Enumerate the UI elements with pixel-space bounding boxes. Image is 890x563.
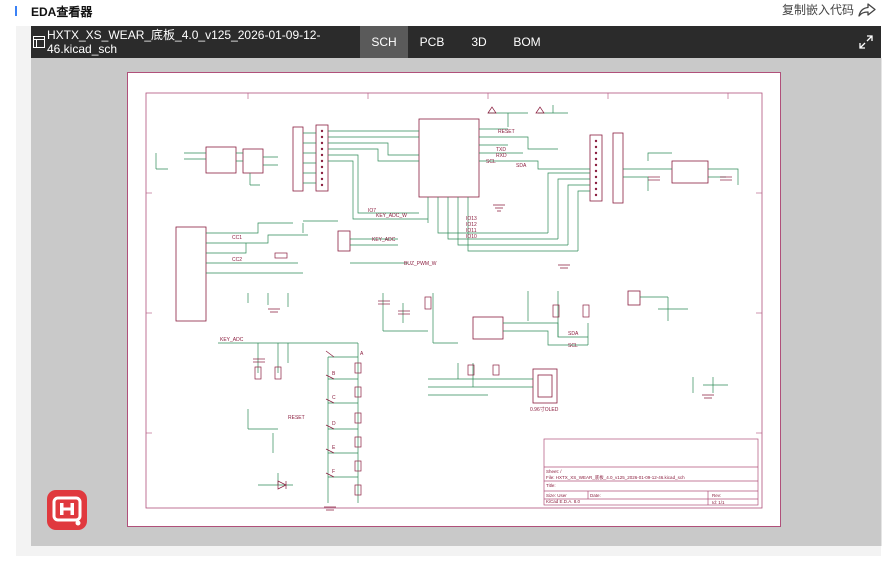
title-block-date: Date: bbox=[590, 493, 601, 498]
title-block-size: Size: User bbox=[546, 493, 567, 498]
label-reset-top: RESET bbox=[498, 129, 515, 135]
viewer-scroll-edge bbox=[881, 58, 882, 546]
fullscreen-expand-icon[interactable] bbox=[859, 35, 873, 49]
label-sda-mid: SDA bbox=[568, 331, 579, 337]
title-block-rev: Rev: bbox=[712, 493, 721, 498]
file-name: HXTX_XS_WEAR_底板_4.0_v125_2026-01-09-12-4… bbox=[47, 28, 321, 56]
label-cc1: CC1 bbox=[232, 235, 242, 241]
file-panel-icon[interactable] bbox=[33, 36, 45, 48]
label-io7: IO7 bbox=[368, 208, 376, 214]
label-reset-mid: RESET bbox=[288, 415, 305, 421]
label-io11: IO11 bbox=[466, 228, 477, 234]
label-cc2: CC2 bbox=[232, 257, 242, 263]
label-txd: TXD bbox=[496, 147, 506, 153]
viewer-toolbar: HXTX_XS_WEAR_底板_4.0_v125_2026-01-09-12-4… bbox=[31, 26, 881, 58]
label-key-f: F bbox=[332, 469, 335, 475]
label-key-c: C bbox=[332, 395, 336, 401]
label-key-adc-bottom: KEY_ADC bbox=[220, 337, 244, 343]
label-buz-pwm: BUZ_PWM_W bbox=[404, 261, 437, 267]
label-sda: SDA bbox=[516, 163, 527, 169]
label-key-d: D bbox=[332, 421, 336, 427]
copy-embed-code-label: 复制嵌入代码 bbox=[781, 3, 854, 17]
tab-bom[interactable]: BOM bbox=[513, 35, 541, 49]
label-key-adc-w: KEY_ADC_W bbox=[376, 213, 407, 219]
label-key-adc: KEY_ADC bbox=[372, 237, 396, 243]
title-block-file: File: HXTX_XS_WEAR_底板_4.0_v125_2026-01-0… bbox=[546, 474, 685, 481]
label-key-b: B bbox=[332, 371, 336, 377]
header-accent-bar bbox=[15, 6, 17, 16]
label-io13: IO13 bbox=[466, 216, 477, 222]
page-title: EDA查看器 bbox=[31, 5, 93, 19]
tab-pcb[interactable]: PCB bbox=[419, 35, 445, 49]
label-io10: IO10 bbox=[466, 234, 477, 240]
title-block-kicad: KiCad E.D.A. 8.0 bbox=[546, 499, 581, 504]
label-oled: 0.96寸OLED bbox=[530, 406, 559, 413]
label-io12: IO12 bbox=[466, 222, 477, 228]
tab-3d[interactable]: 3D bbox=[471, 35, 487, 49]
page-header: EDA查看器 复制嵌入代码 bbox=[0, 0, 890, 22]
tab-sch[interactable]: SCH bbox=[360, 26, 408, 58]
title-block-id: Id: 1/1 bbox=[712, 500, 725, 505]
view-tabs: SCH PCB 3D BOM bbox=[360, 26, 552, 58]
brand-logo-icon bbox=[47, 490, 87, 530]
label-rxd: RXD bbox=[496, 153, 507, 159]
label-key-e: E bbox=[332, 445, 336, 451]
title-block-sheet: Sheet: / bbox=[546, 469, 562, 474]
schematic-sheet: RESET TXD RXD SCL SDA IO7 KEY_ADC_W IO13… bbox=[127, 72, 781, 527]
copy-embed-code-button[interactable]: 复制嵌入代码 bbox=[782, 1, 876, 18]
label-key-a: A bbox=[360, 351, 364, 357]
title-block-title: Title: bbox=[546, 483, 556, 488]
label-scl: SCL bbox=[486, 159, 496, 165]
schematic-canvas[interactable]: RESET TXD RXD SCL SDA IO7 KEY_ADC_W IO13… bbox=[31, 58, 881, 546]
share-arrow-icon bbox=[858, 2, 876, 17]
label-scl-mid: SCL bbox=[568, 343, 578, 349]
